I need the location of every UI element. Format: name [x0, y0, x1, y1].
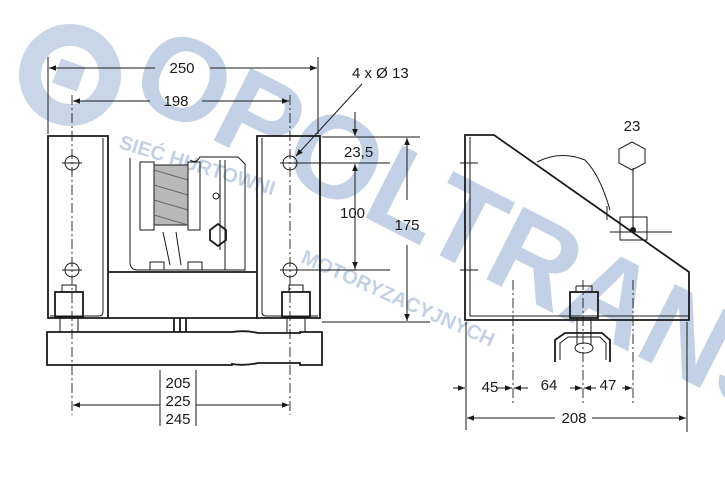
dim-hex-size: 23	[624, 118, 641, 135]
winch-drum	[129, 156, 246, 271]
dim-offset-3: 47	[600, 377, 617, 394]
dim-height-overall: 175	[394, 217, 419, 234]
dim-hole-spacing: 198	[163, 93, 188, 110]
bolts-nuts	[54, 284, 311, 332]
dim-hole-offset-top: 23,5	[344, 144, 373, 161]
dim-depth-overall: 208	[561, 410, 586, 427]
dim-base-width-3: 245	[165, 411, 190, 428]
dim-base-width-1: 205	[165, 375, 190, 392]
front-view: 250 198 4 x Ø 13 23,5 100 175 205 225 24…	[46, 57, 430, 428]
holes-note: 4 x Ø 13	[352, 65, 409, 82]
dim-width-overall: 250	[169, 60, 194, 77]
dim-hole-spacing-vertical: 100	[340, 205, 365, 222]
side-view: 23 45 64 47 208	[453, 118, 690, 432]
hex-icon	[618, 141, 646, 171]
dim-offset-2: 64	[541, 377, 558, 394]
dim-offset-1: 45	[482, 379, 499, 396]
dim-base-width-2: 225	[165, 393, 190, 410]
